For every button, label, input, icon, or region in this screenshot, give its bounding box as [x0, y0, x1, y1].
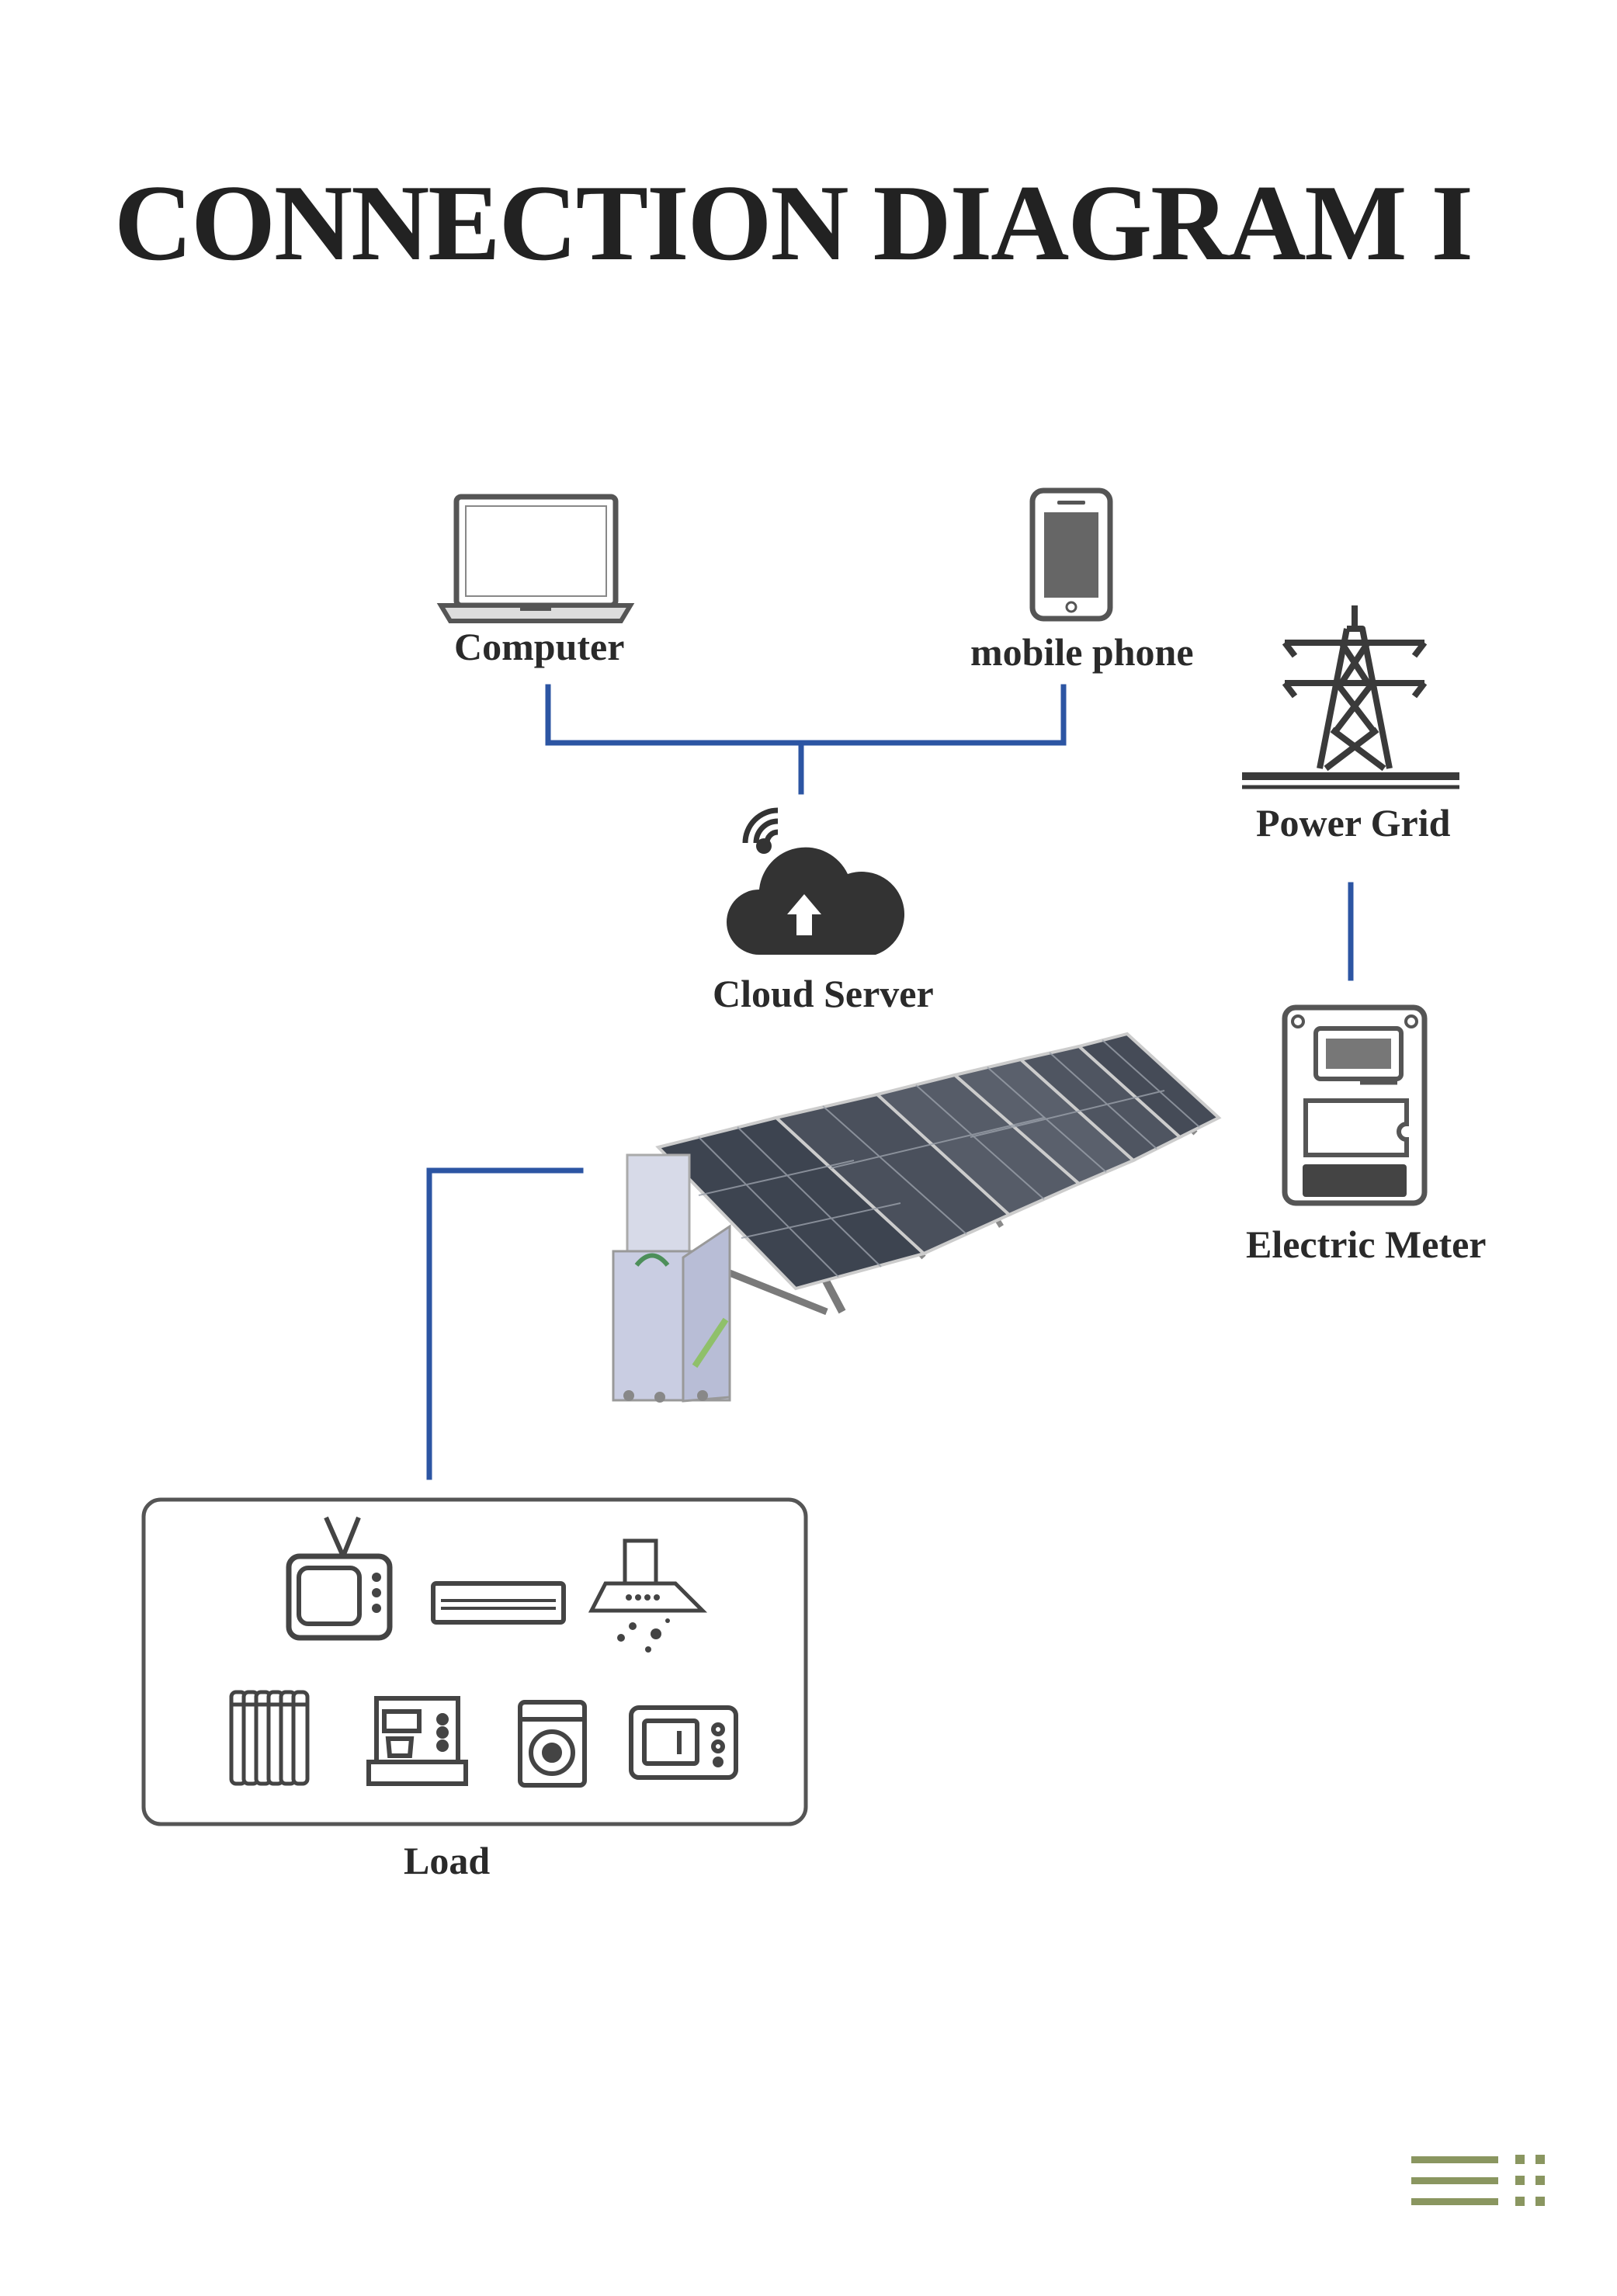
microwave-icon: [629, 1705, 738, 1780]
air-conditioner-icon: [431, 1581, 566, 1625]
solar-array-icon: [612, 1032, 1222, 1403]
computer-label: Computer: [454, 625, 625, 668]
wire-load: [426, 1167, 584, 1480]
wire-computer: [545, 684, 1067, 746]
cloud-icon: [727, 807, 905, 955]
cloud-server-label: Cloud Server: [713, 972, 934, 1015]
load-box: [141, 1497, 808, 1826]
power-tower-icon: [1242, 605, 1459, 789]
coffee-machine-icon: [366, 1696, 468, 1786]
mobile-phone-label: mobile phone: [970, 630, 1194, 674]
washing-machine-icon: [518, 1700, 587, 1788]
wires: [426, 684, 1354, 1480]
electric-meter-label: Electric Meter: [1246, 1223, 1487, 1266]
laptop-icon: [436, 494, 635, 623]
load-label: Load: [404, 1839, 491, 1882]
page-title: CONNECTION DIAGRAM I: [114, 163, 1473, 283]
oil-heater-icon: [229, 1690, 310, 1786]
power-grid-label: Power Grid: [1256, 801, 1451, 845]
inverter-cabinet: [612, 1153, 731, 1403]
television-icon: [286, 1516, 393, 1641]
menu-icon: [1411, 2155, 1545, 2206]
mobile-phone-icon: [1029, 487, 1113, 622]
range-hood-icon: [588, 1538, 708, 1653]
electric-meter-icon: [1282, 1004, 1428, 1206]
